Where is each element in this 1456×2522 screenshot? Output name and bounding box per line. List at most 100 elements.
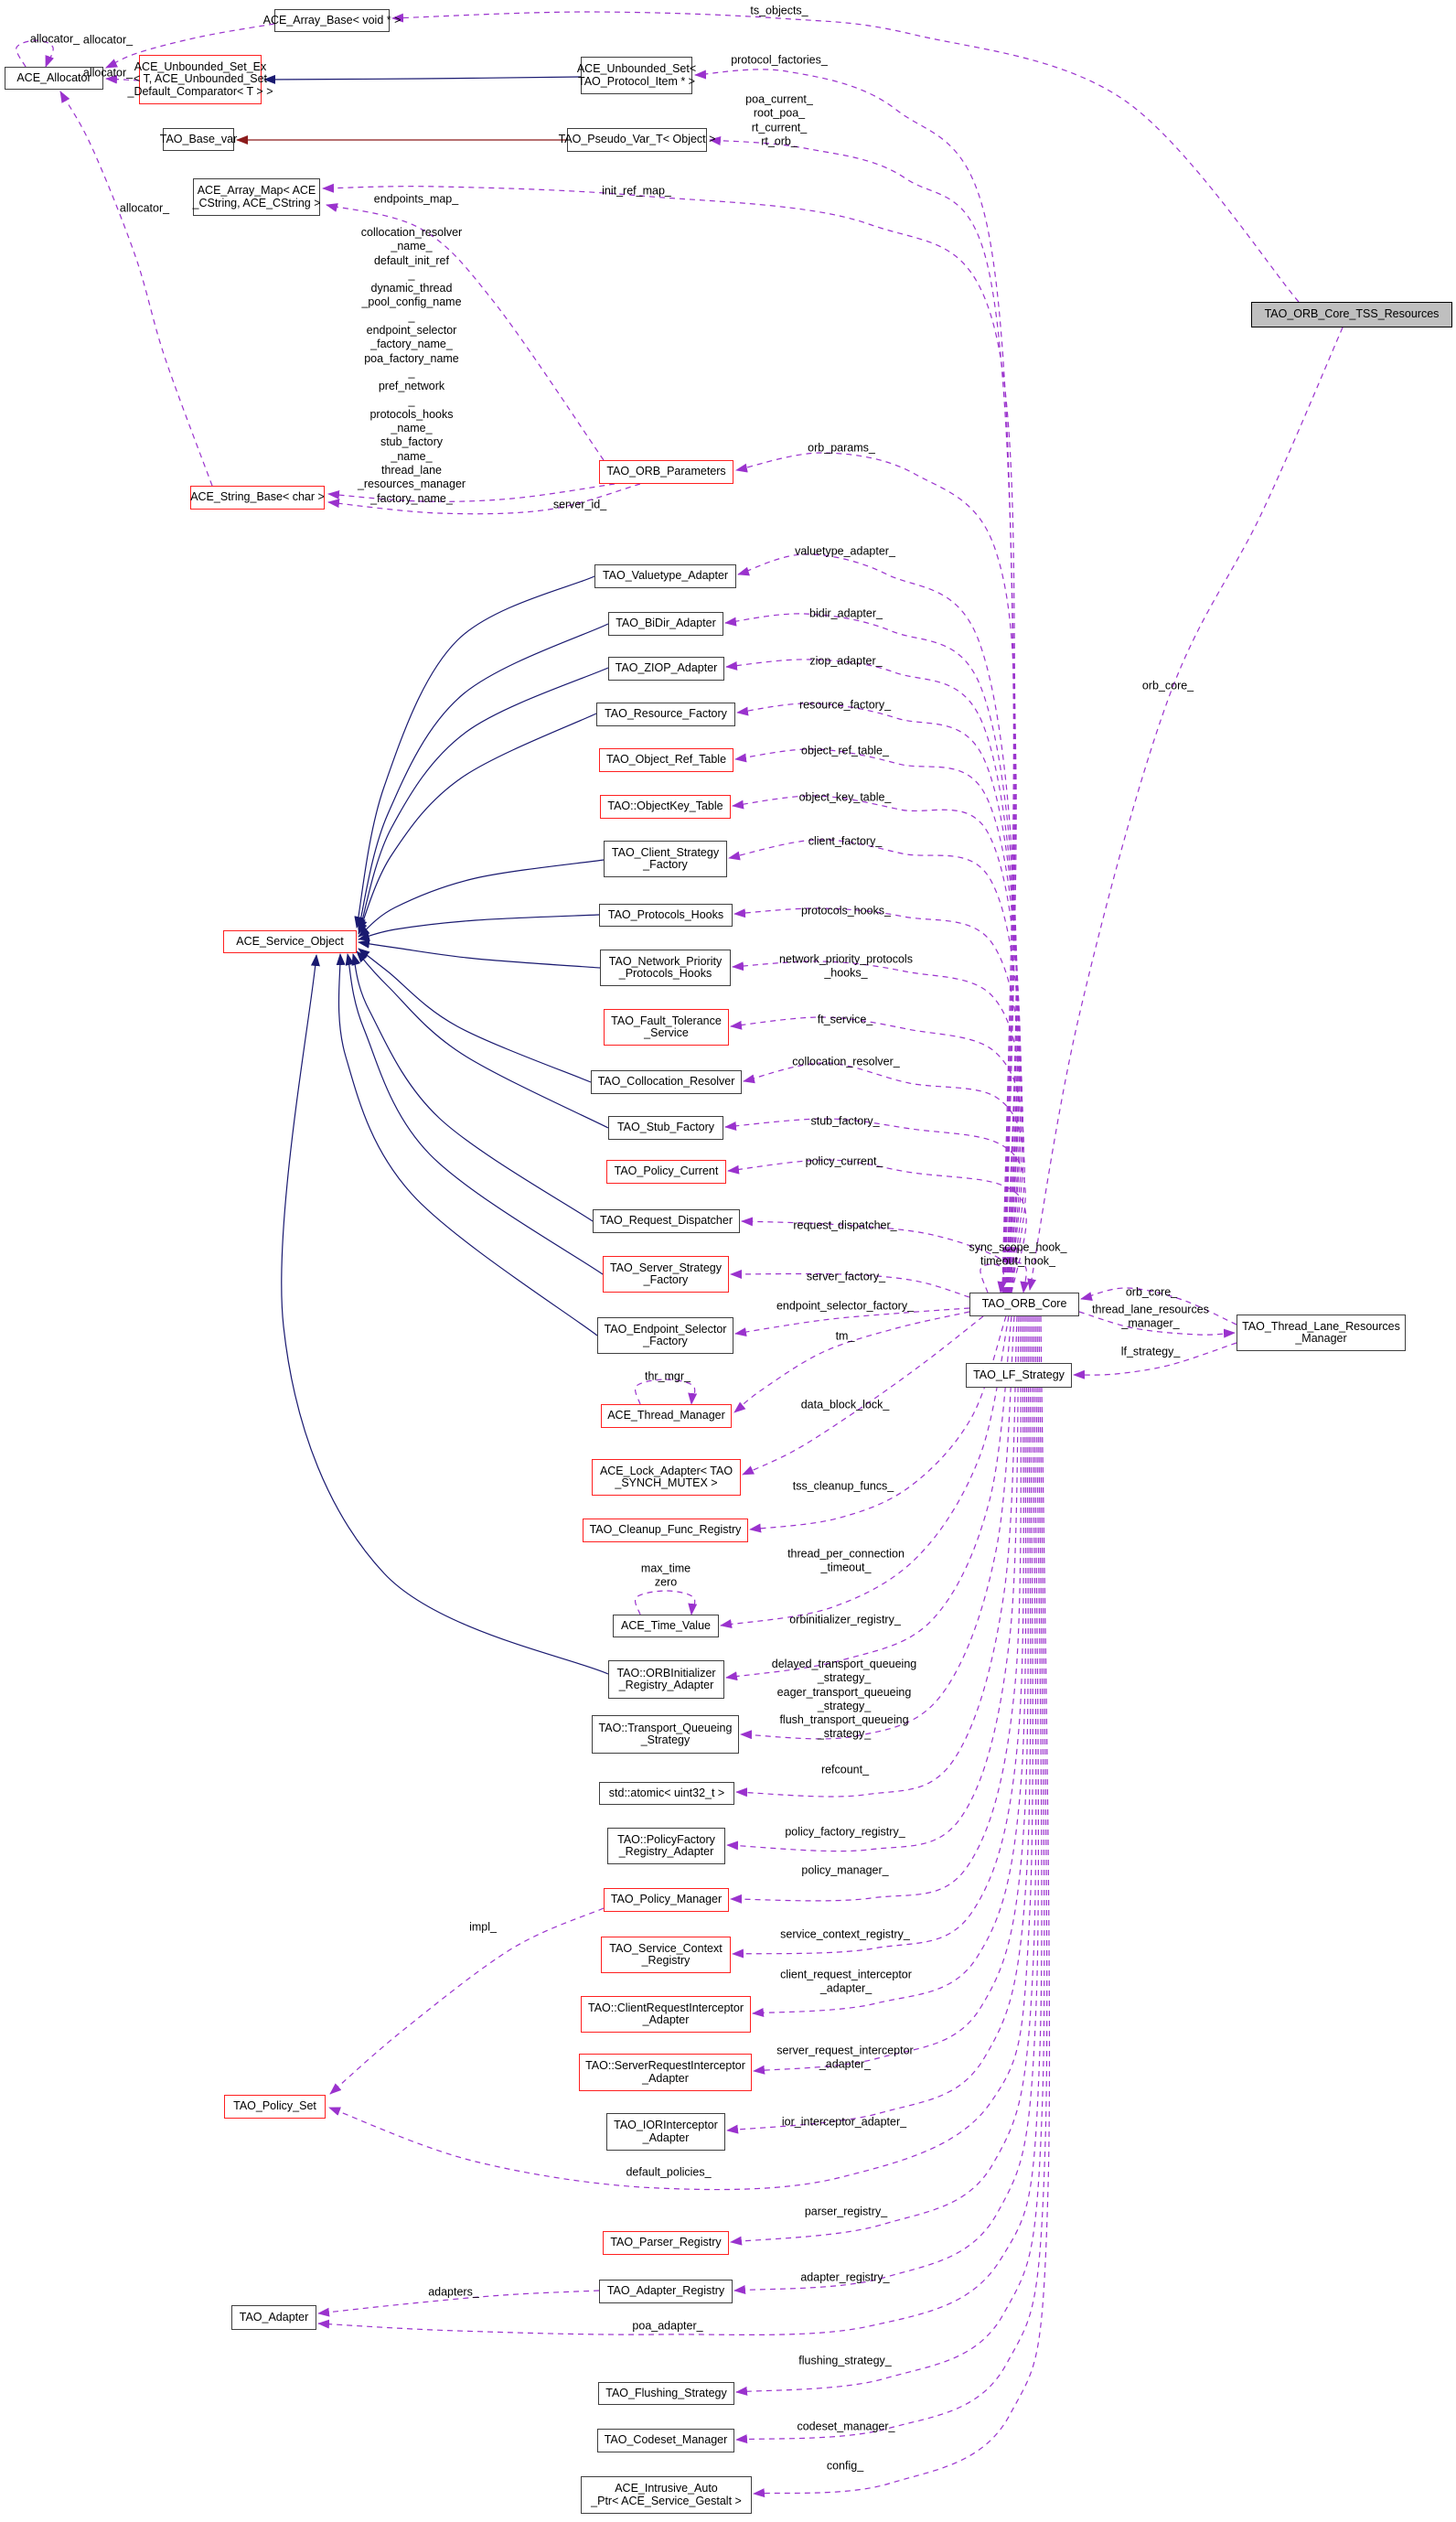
edge-tao-orb-core-to-tao-bidir-adapter (724, 613, 1018, 1293)
edge-tao-orb-core-to-tao-pseudo-var-t (709, 136, 1015, 1293)
edge-tao-orb-core-to-ace-thread-manager (733, 1311, 970, 1413)
edge-tao-orb-core-to-tao-fault-tolerance-service (730, 1016, 1024, 1293)
edge-tao-policy-manager-to-tao-policy-set (329, 1907, 605, 2095)
class-node-tao-stub-factory[interactable]: TAO_Stub_Factory (608, 1116, 723, 1140)
class-node-ace-unbounded-set[interactable]: ACE_Unbounded_Set< TAO_Protocol_Item * > (577, 57, 696, 94)
class-node-ace-unbounded-set-ex[interactable]: ACE_Unbounded_Set_Ex < T, ACE_Unbounded_… (128, 55, 273, 104)
edge-tao-orb-core-to-tao-policy-manager (730, 1315, 1022, 1904)
edge-tao-orb-core-to-tao-valuetype-adapter (737, 553, 1017, 1293)
edge-tao-orb-core-to-ace-intrusive-auto-ptr (753, 1315, 1051, 2498)
edge-tao-orb-core-to-tao-flushing-strategy (735, 1315, 1045, 2396)
class-node-tao-flushing-strategy[interactable]: TAO_Flushing_Strategy (598, 2382, 734, 2405)
edge-tao-orb-core-to-tao-policy-set (328, 1315, 1033, 2191)
class-node-tao-endpoint-selector-factory[interactable]: TAO_Endpoint_Selector _Factory (597, 1317, 733, 1354)
class-node-tao-orb-parameters[interactable]: TAO_ORB_Parameters (599, 460, 733, 484)
edge-tao-valuetype-adapter-to-ace-service-object (354, 575, 595, 928)
class-node-tao-request-dispatcher[interactable]: TAO_Request_Dispatcher (593, 1209, 740, 1233)
edge-tao-orb-core-to-tao-ziop-adapter (725, 659, 1019, 1293)
class-node-tao-orb-core-tss-resources[interactable]: TAO_ORB_Core_TSS_Resources (1251, 302, 1452, 327)
class-node-ace-thread-manager[interactable]: ACE_Thread_Manager (601, 1404, 732, 1428)
class-node-tao-thread-lane-resources-manager[interactable]: TAO_Thread_Lane_Resources _Manager (1237, 1315, 1406, 1351)
class-node-tao-policy-current[interactable]: TAO_Policy_Current (606, 1160, 726, 1184)
edge-tao-orb-core-to-ace-array-map (322, 183, 1016, 1293)
edge-ace-array-base-to-ace-allocator (105, 23, 275, 69)
class-node-tao-transport-queueing-strategy[interactable]: TAO::Transport_Queueing _Strategy (592, 1715, 739, 1754)
class-node-tao-object-ref-table[interactable]: TAO_Object_Ref_Table (599, 748, 733, 772)
edge-tao-orb-core-to-tao-resource-factory (736, 703, 1020, 1293)
class-node-ace-array-map[interactable]: ACE_Array_Map< ACE _CString, ACE_CString… (193, 178, 321, 216)
class-node-ace-array-base[interactable]: ACE_Array_Base< void * > (263, 9, 401, 32)
edge-tao-orb-core-to-tao-clientrequestinterceptor-adapter (752, 1315, 1027, 2018)
class-node-tao-clientrequestinterceptor-adapter[interactable]: TAO::ClientRequestInterceptor _Adapter (581, 1996, 751, 2033)
edge-tao-orb-core-to-tao-orb-core (1002, 1261, 1030, 1293)
edge-tao-thread-lane-resources-manager-to-tao-orb-core (1080, 1287, 1237, 1325)
edge-ace-unbounded-set-to-ace-unbounded-set-ex (263, 74, 582, 84)
class-node-tao-policy-set[interactable]: TAO_Policy_Set (224, 2095, 326, 2119)
edge-tao-orb-core-to-tao-codeset-manager (735, 1315, 1048, 2444)
edge-tao-orb-core-to-tao-collocation-resolver (743, 1062, 1025, 1293)
class-node-tao-codeset-manager[interactable]: TAO_Codeset_Manager (597, 2429, 734, 2452)
edge-tao-orb-core-to-tao-server-strategy-factory (730, 1269, 970, 1298)
edge-tao-orb-core-to-tao-endpoint-selector-factory (734, 1307, 970, 1337)
class-node-tao-protocols-hooks[interactable]: TAO_Protocols_Hooks (599, 904, 733, 927)
edge-tao-orb-core-to-tao-adapter (317, 1315, 1043, 2336)
class-node-ace-allocator[interactable]: ACE_Allocator (5, 67, 103, 90)
class-node-tao-policy-manager[interactable]: TAO_Policy_Manager (604, 1888, 729, 1912)
edge-ace-time-value-to-ace-time-value (634, 1590, 698, 1615)
edge-tao-orb-core-to-tao-iorinterceptor-adapter (726, 1315, 1032, 2134)
class-node-tao-client-strategy-factory[interactable]: TAO_Client_Strategy _Factory (604, 841, 727, 877)
class-node-tao-objectkey-table[interactable]: TAO::ObjectKey_Table (600, 795, 731, 819)
edge-tao-orb-core-to-tao-parser-registry (730, 1315, 1037, 2246)
edge-tao-resource-factory-to-ace-service-object (358, 713, 597, 935)
edge-tao-orb-core-to-tao-request-dispatcher (741, 1217, 1014, 1293)
class-node-tao-cleanup-func-registry[interactable]: TAO_Cleanup_Func_Registry (583, 1519, 748, 1542)
class-node-tao-iorinterceptor-adapter[interactable]: TAO_IORInterceptor _Adapter (606, 2113, 725, 2151)
class-node-tao-pseudo-var-t[interactable]: TAO_Pseudo_Var_T< Object > (559, 128, 715, 152)
edge-ace-thread-manager-to-ace-thread-manager (634, 1379, 698, 1405)
class-node-ace-service-object[interactable]: ACE_Service_Object (223, 930, 357, 953)
class-node-ace-lock-adapter[interactable]: ACE_Lock_Adapter< TAO _SYNCH_MUTEX > (592, 1459, 741, 1496)
edge-tao-orb-core-to-tao-policy-current (727, 1159, 1027, 1293)
class-node-tao-fault-tolerance-service[interactable]: TAO_Fault_Tolerance _Service (604, 1009, 729, 1046)
edge-tao-collocation-resolver-to-ace-service-object (358, 948, 592, 1083)
edge-tao-orb-core-to-tao-transport-queueing-strategy (740, 1315, 1015, 1740)
edge-tao-orb-core-to-tao-adapter-registry (733, 1315, 1040, 2294)
class-node-tao-lf-strategy[interactable]: TAO_LF_Strategy (966, 1363, 1072, 1388)
class-node-std-atomic[interactable]: std::atomic< uint32_t > (599, 1782, 734, 1805)
class-node-tao-policyfactory-registry-adapter[interactable]: TAO::PolicyFactory _Registry_Adapter (607, 1828, 725, 1864)
class-node-tao-parser-registry[interactable]: TAO_Parser_Registry (603, 2231, 729, 2255)
class-node-tao-service-context-registry[interactable]: TAO_Service_Context _Registry (601, 1937, 731, 1973)
edge-tao-thread-lane-resources-manager-to-tao-lf-strategy (1073, 1342, 1237, 1379)
edge-tao-orb-core-to-tao-orb-parameters (735, 452, 1017, 1293)
class-node-tao-collocation-resolver[interactable]: TAO_Collocation_Resolver (591, 1070, 742, 1094)
edge-tao-orb-core-to-ace-lock-adapter (742, 1315, 984, 1476)
class-node-ace-string-base[interactable]: ACE_String_Base< char > (190, 486, 325, 510)
edge-tao-orb-core-to-tao-policyfactory-registry-adapter (726, 1315, 1020, 1852)
class-node-tao-orb-core[interactable]: TAO_ORB_Core (969, 1293, 1079, 1316)
edge-tao-orb-core-to-tao-objectkey-table (732, 795, 1022, 1293)
edge-tao-request-dispatcher-to-ace-service-object (351, 953, 594, 1222)
class-node-tao-resource-factory[interactable]: TAO_Resource_Factory (596, 703, 735, 726)
edge-tao-orb-core-to-tao-service-context-registry (732, 1315, 1024, 1959)
class-node-tao-ziop-adapter[interactable]: TAO_ZIOP_Adapter (608, 657, 724, 681)
class-node-tao-base-var[interactable]: TAO_Base_var (160, 128, 237, 151)
class-node-tao-serverrequestinterceptor-adapter[interactable]: TAO::ServerRequestInterceptor _Adapter (579, 2054, 752, 2091)
edge-tao-server-strategy-factory-to-ace-service-object (345, 953, 604, 1275)
edge-tao-orb-core-to-std-atomic (735, 1315, 1018, 1798)
class-node-tao-orbinitializer-registry-adapter[interactable]: TAO::ORBInitializer _Registry_Adapter (608, 1660, 724, 1699)
edge-tao-orb-core-tss-resources-to-tao-orb-core (1027, 327, 1344, 1291)
class-node-ace-intrusive-auto-ptr[interactable]: ACE_Intrusive_Auto _Ptr< ACE_Service_Ges… (581, 2476, 752, 2514)
edge-tao-orb-core-tss-resources-to-ace-array-base (391, 11, 1300, 303)
class-node-tao-bidir-adapter[interactable]: TAO_BiDir_Adapter (608, 612, 723, 636)
class-node-tao-adapter[interactable]: TAO_Adapter (231, 2305, 316, 2330)
class-node-tao-server-strategy-factory[interactable]: TAO_Server_Strategy _Factory (603, 1256, 729, 1293)
edge-tao-client-strategy-factory-to-ace-service-object (358, 859, 605, 938)
class-node-tao-adapter-registry[interactable]: TAO_Adapter_Registry (599, 2280, 733, 2303)
edge-tao-orbinitializer-registry-adapter-to-ace-service-object (281, 954, 609, 1675)
class-node-ace-time-value[interactable]: ACE_Time_Value (613, 1615, 719, 1637)
edge-tao-orb-core-to-tao-stub-factory (724, 1118, 1026, 1293)
class-node-tao-network-priority-protocols-hooks[interactable]: TAO_Network_Priority _Protocols_Hooks (600, 950, 731, 986)
class-node-tao-valuetype-adapter[interactable]: TAO_Valuetype_Adapter (594, 564, 736, 588)
